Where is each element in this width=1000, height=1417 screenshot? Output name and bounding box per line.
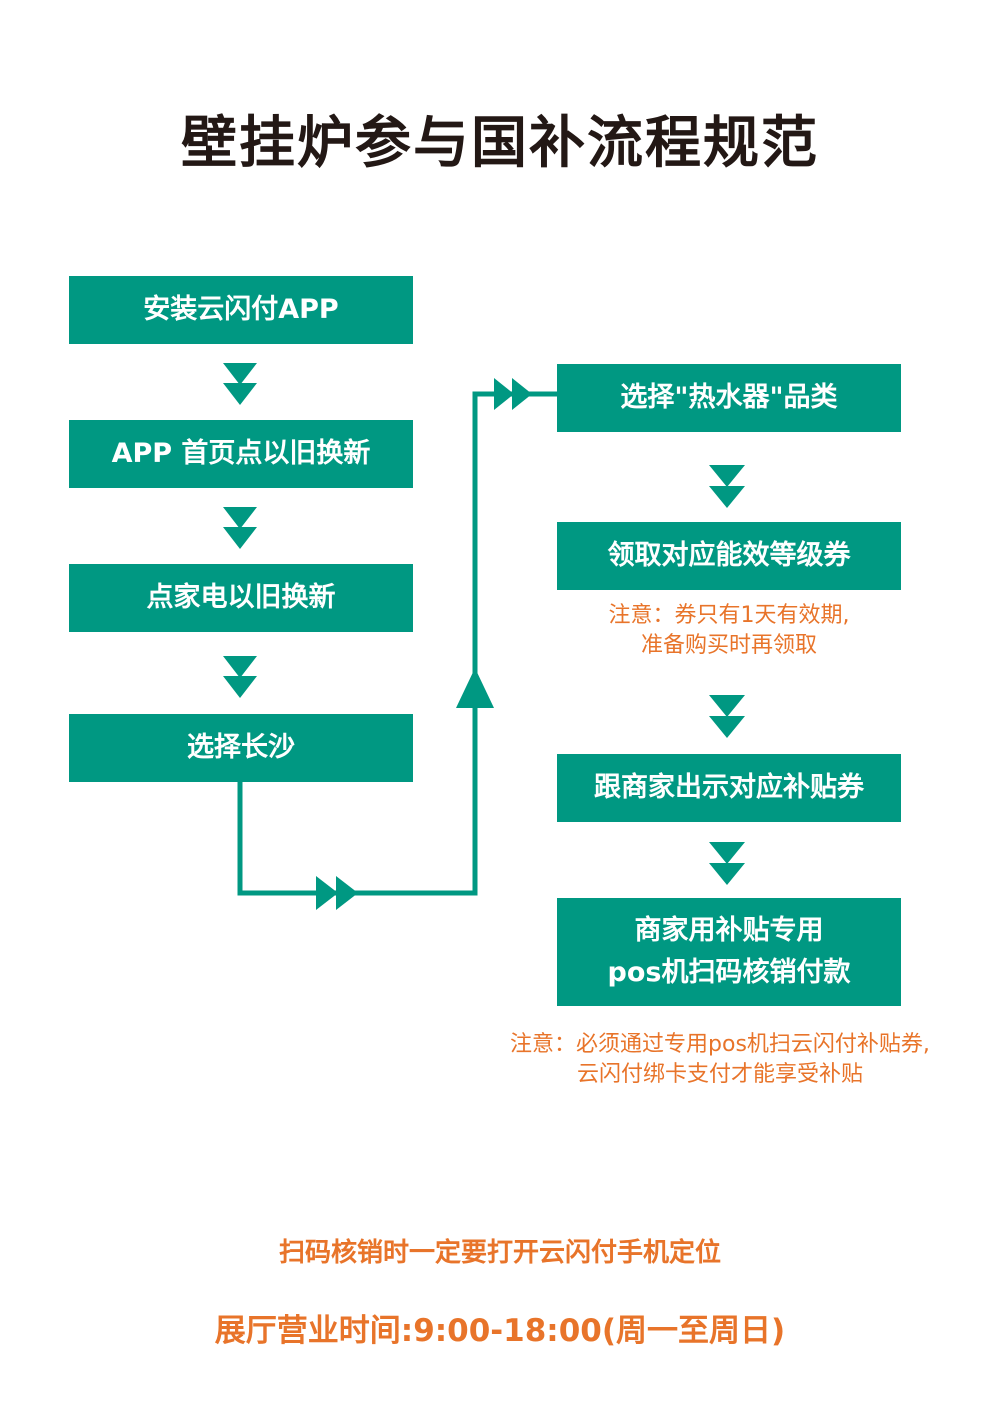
step-app-home-trade-in: APP 首页点以旧换新 (69, 420, 413, 488)
note-line: 云闪付绑卡支付才能享受补贴 (576, 1062, 863, 1088)
right-arrow-icon (494, 378, 532, 410)
footer-location-reminder: 扫码核销时一定要打开云闪付手机定位 (278, 1238, 721, 1268)
down-arrow-icon (709, 465, 745, 508)
step-label: 选择长沙 (187, 732, 295, 764)
up-arrow-icon (456, 668, 494, 708)
right-arrow-icon (316, 876, 358, 910)
down-arrow-icon (223, 507, 257, 549)
pos-requirement-note: 注意：必须通过专用pos机扫云闪付补贴券, 云闪付绑卡支付才能享受补贴 (440, 1030, 1000, 1091)
step-label: 选择"热水器"品类 (620, 382, 838, 414)
step-show-coupon: 跟商家出示对应补贴券 (557, 754, 901, 822)
note-line: 准备购买时再领取 (640, 633, 817, 659)
note-line: 注意：券只有1天有效期, (608, 603, 850, 628)
step-select-water-heater: 选择"热水器"品类 (557, 364, 901, 432)
footer-business-hours: 展厅营业时间:9:00-18:00(周一至周日) (214, 1313, 786, 1349)
step-label: 安装云闪付APP (143, 294, 339, 326)
step-label: 跟商家出示对应补贴券 (594, 772, 864, 804)
down-arrow-icon (709, 842, 745, 885)
page-title: 壁挂炉参与国补流程规范 (181, 111, 819, 176)
note-line: 注意：必须通过专用pos机扫云闪付补贴券, (510, 1032, 930, 1057)
step-label: 领取对应能效等级券 (607, 540, 851, 572)
step-install-app: 安装云闪付APP (69, 276, 413, 344)
step-label: 商家用补贴专用 (634, 915, 824, 947)
step-appliance-trade-in: 点家电以旧换新 (69, 564, 413, 632)
step-claim-coupon: 领取对应能效等级券 (557, 522, 901, 590)
down-arrow-icon (223, 656, 257, 698)
down-arrow-icon (709, 695, 745, 738)
step-select-changsha: 选择长沙 (69, 714, 413, 782)
step-pos-payment: 商家用补贴专用 pos机扫码核销付款 (557, 898, 901, 1006)
down-arrow-icon (223, 363, 257, 405)
step-label: pos机扫码核销付款 (607, 957, 851, 988)
step-label: APP 首页点以旧换新 (111, 438, 371, 470)
coupon-validity-note: 注意：券只有1天有效期, 准备购买时再领取 (557, 601, 901, 662)
connector-line (237, 391, 557, 896)
step-label: 点家电以旧换新 (146, 582, 336, 614)
